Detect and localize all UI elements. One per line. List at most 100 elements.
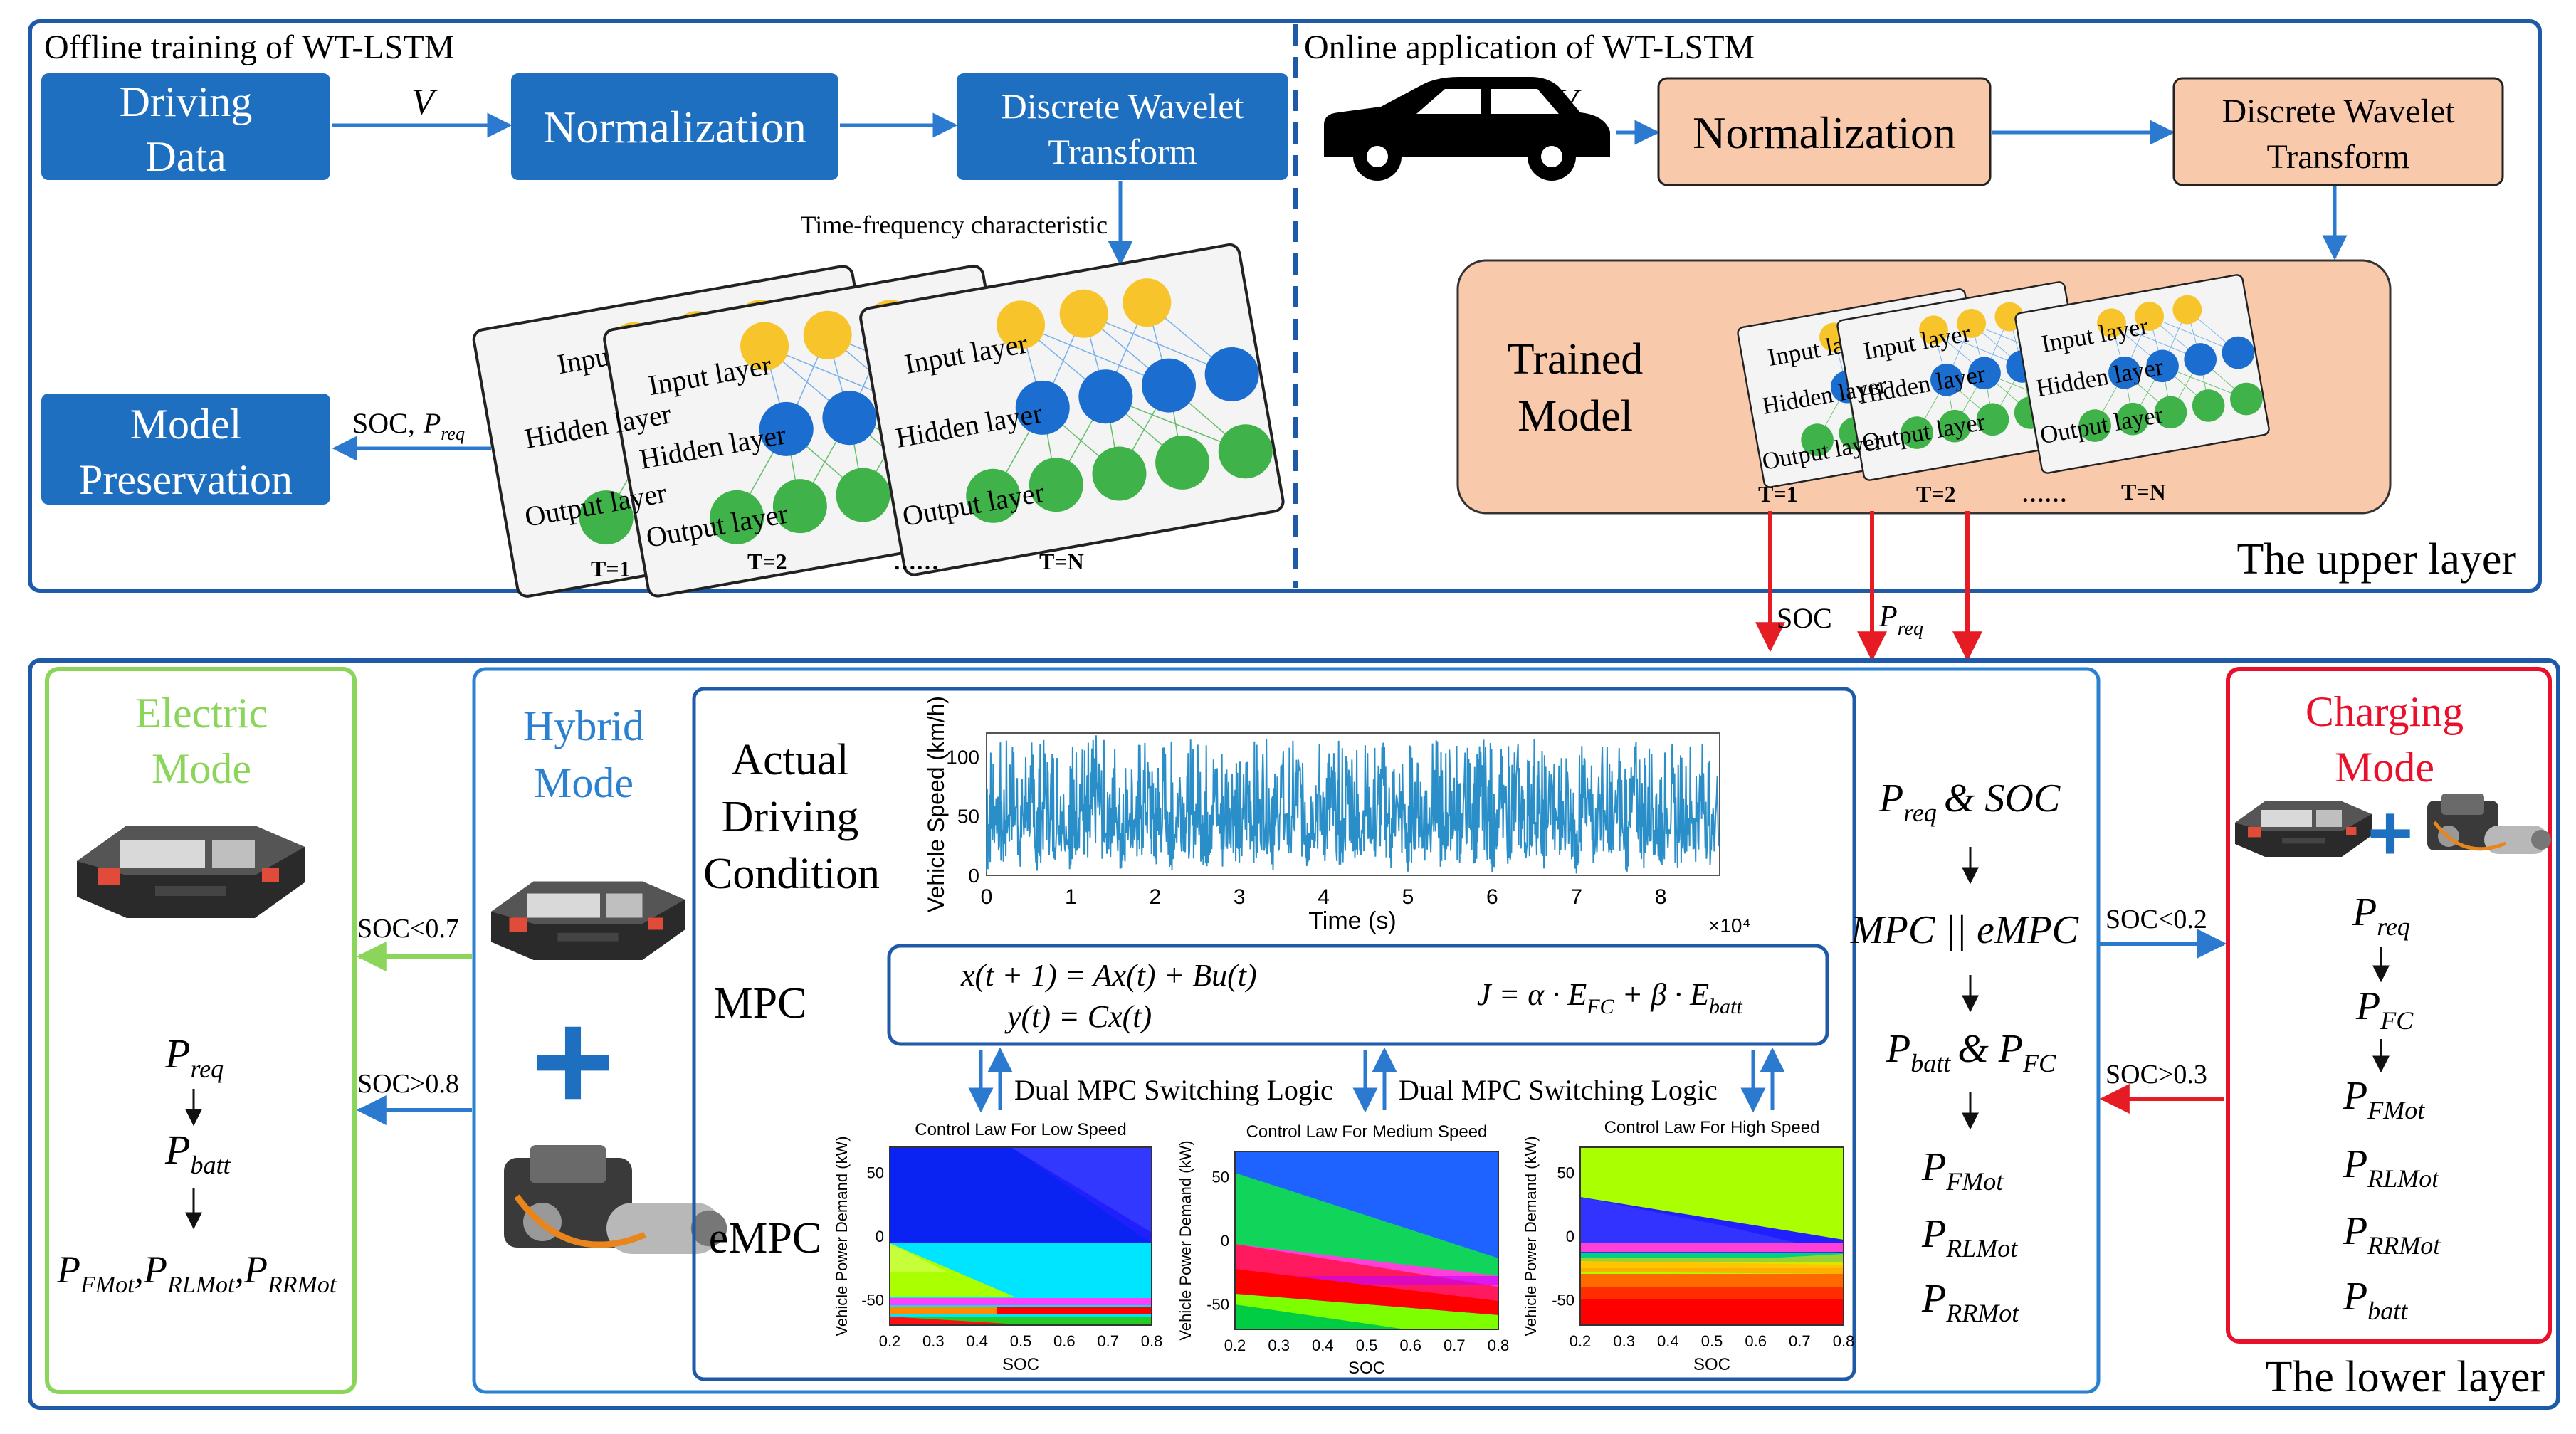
charging-prrmot: PRRMot [2343, 1209, 2441, 1260]
v-label-offline: V [411, 82, 438, 122]
electric-mode-title-1: Electric [135, 690, 268, 737]
control-law-xtick: 0.3 [1268, 1337, 1290, 1354]
dwt-box-online: Discrete Wavelet Transform [2172, 77, 2504, 186]
control-law-xtick: 0.6 [1399, 1337, 1421, 1354]
offline-title: Offline training of WT-LSTM [44, 28, 454, 66]
mid-prrmot: PRRMot [1921, 1277, 2019, 1327]
mpc-label: MPC [714, 979, 807, 1028]
hybrid-mode-title-1: Hybrid [523, 702, 644, 749]
control-law-xtick: 0.5 [1701, 1332, 1723, 1350]
car-icon [1324, 77, 1610, 181]
control-law-xtick: 0.8 [1833, 1332, 1855, 1350]
online-title: Online application of WT-LSTM [1304, 28, 1755, 66]
speed-chart-xtick: 1 [1065, 885, 1077, 909]
speed-chart-ytick: 50 [957, 806, 979, 828]
mpc-equation-state: x(t + 1) = Ax(t) + Bu(t) [960, 958, 1257, 993]
empc-label: eMPC [709, 1214, 821, 1262]
soc-lt-07-label: SOC<0.7 [357, 914, 459, 944]
soc-gt-08-label: SOC>0.8 [357, 1069, 459, 1099]
mid-pbatt-pfc: Pbatt&PFC [1886, 1027, 2056, 1077]
dots-offline: …… [893, 549, 939, 574]
control-law-ytick: -50 [861, 1291, 884, 1309]
t1-offline: T=1 [591, 556, 631, 581]
control-law-high-ylabel: Vehicle Power Demand (kW) [1522, 1136, 1540, 1336]
actual-driving-3: Condition [703, 850, 880, 898]
charging-mode-title-1: Charging [2306, 688, 2464, 735]
control-law-chart-medium: Control Law For Medium Speed Vehicle Pow… [1177, 1122, 1509, 1378]
svg-text:Transform: Transform [1048, 132, 1197, 172]
speed-chart-ytick: 0 [968, 865, 979, 887]
control-law-xtick: 0.7 [1444, 1337, 1466, 1354]
control-law-high-title: Control Law For High Speed [1604, 1118, 1820, 1137]
svg-text:Driving: Driving [120, 78, 253, 125]
driving-data-box: Driving Data [41, 73, 330, 180]
battery-icon-electric [77, 826, 305, 918]
charging-mode-title-2: Mode [2335, 744, 2434, 791]
t1-online: T=1 [1758, 481, 1798, 507]
tn-online: T=N [2121, 479, 2166, 505]
control-law-chart-high: Control Law For High Speed Vehicle Power… [1522, 1118, 1854, 1374]
lstm-card-offline-3: Input layer Hidden layer Output layer [857, 241, 1286, 578]
upper-frame [28, 19, 2542, 593]
control-law-xtick: 0.4 [1312, 1337, 1334, 1354]
t2-online: T=2 [1916, 481, 1956, 507]
lstm-card-online-3: Input layer Hidden layer Output layer [2013, 273, 2271, 475]
control-law-xtick: 0.6 [1053, 1332, 1076, 1350]
charging-mode-box [2226, 667, 2552, 1344]
lstm-card-online-2: Input layer Hidden layer Output layer [1835, 280, 2093, 483]
battery-icon-charging [2235, 801, 2372, 857]
control-law-ytick: 50 [1212, 1169, 1229, 1186]
normalization-box-offline: Normalization [511, 73, 838, 180]
speed-chart-xtick: 8 [1655, 885, 1667, 909]
model-preservation-box: Model Preservation [41, 394, 330, 505]
tn-offline: T=N [1039, 549, 1084, 574]
control-law-low-xlabel: SOC [1002, 1355, 1039, 1374]
electric-preq: Preq [164, 1030, 224, 1083]
speed-chart-ylabel: Vehicle Speed (km/h) [923, 696, 949, 912]
actual-driving-1: Actual [731, 736, 848, 784]
svg-text:Trained: Trained [1508, 335, 1644, 384]
svg-text:Data: Data [145, 133, 226, 180]
control-law-ytick: 50 [867, 1164, 884, 1182]
dual-mpc-label-2: Dual MPC Switching Logic [1399, 1074, 1718, 1106]
control-law-xtick: 0.2 [1224, 1337, 1246, 1354]
control-law-medium-title: Control Law For Medium Speed [1246, 1122, 1488, 1142]
control-law-xtick: 0.4 [1657, 1332, 1679, 1350]
preq-arrow-label: Preq [1878, 601, 1923, 640]
charging-pfc: PFC [2355, 984, 2414, 1035]
charging-preq: Preq [2352, 890, 2410, 941]
control-law-xtick: 0.4 [966, 1332, 988, 1350]
engine-icon-charging [2427, 794, 2551, 854]
control-law-low-title: Control Law For Low Speed [915, 1120, 1127, 1139]
speed-chart-multiplier: ×10⁴ [1708, 914, 1751, 937]
speed-chart-xtick: 2 [1149, 885, 1161, 909]
soc-lt-02-label: SOC<0.2 [2106, 905, 2207, 934]
control-law-low-ylabel: Vehicle Power Demand (kW) [833, 1136, 851, 1336]
lower-frame [28, 658, 2560, 1410]
electric-mode-title-2: Mode [152, 745, 251, 792]
control-law-xtick: 0.8 [1141, 1332, 1163, 1350]
actual-driving-2: Driving [722, 793, 859, 841]
normalization-box-online: Normalization [1657, 77, 1992, 186]
control-law-xtick: 0.5 [1356, 1337, 1378, 1354]
dual-mpc-label-1: Dual MPC Switching Logic [1014, 1074, 1333, 1106]
soc-preq-offline: SOC,Preq [352, 407, 465, 444]
control-law-ytick: 50 [1557, 1164, 1574, 1182]
speed-chart-xtick: 4 [1318, 885, 1330, 909]
mpc-equation-box [887, 944, 1829, 1046]
soc-gt-03-label: SOC>0.3 [2106, 1060, 2207, 1090]
svg-text:Normalization: Normalization [543, 102, 806, 152]
control-law-xtick: 0.8 [1488, 1337, 1510, 1354]
mid-pfmot: PFMot [1921, 1145, 2004, 1196]
speed-chart-xlabel: Time (s) [1308, 907, 1396, 934]
soc-arrow-label: SOC [1777, 602, 1832, 634]
control-law-medium-xlabel: SOC [1348, 1359, 1385, 1378]
speed-chart-ytick: 100 [946, 746, 979, 768]
svg-text:Discrete Wavelet: Discrete Wavelet [1002, 86, 1244, 126]
electric-mode-box [45, 667, 357, 1394]
svg-text:Normalization: Normalization [1693, 107, 1956, 158]
speed-chart-xtick: 7 [1570, 885, 1582, 909]
control-law-xtick: 0.7 [1097, 1332, 1119, 1350]
